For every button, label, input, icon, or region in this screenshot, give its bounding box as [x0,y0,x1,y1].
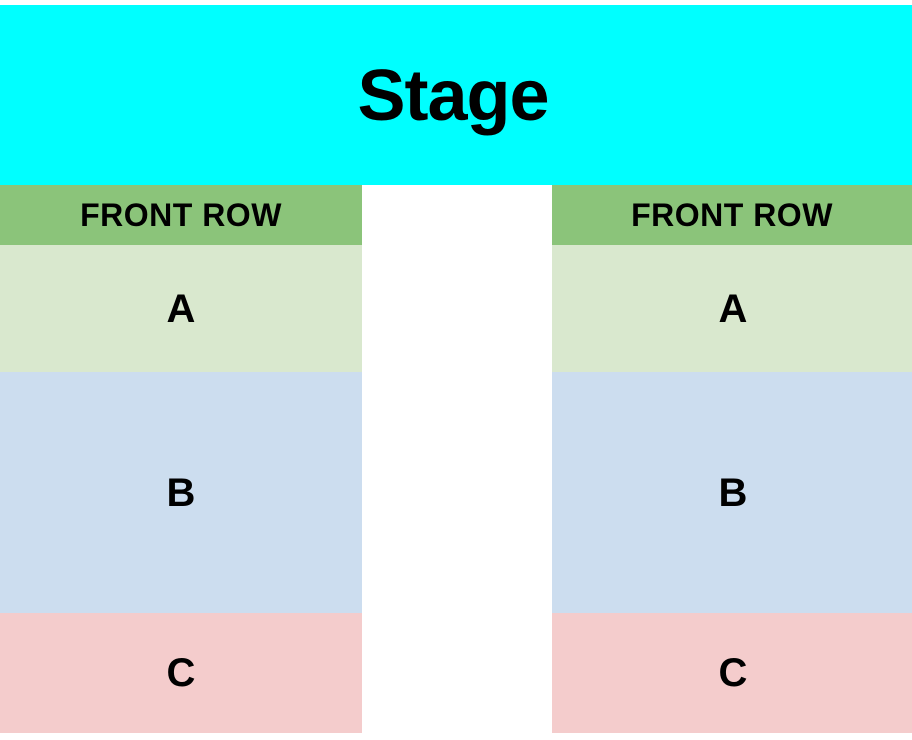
seat-row-left-c[interactable]: C [0,613,362,733]
seating-area: FRONT ROW A B C FRONT ROW A B [0,185,912,733]
center-aisle [362,185,552,733]
seat-row-label-right-c: C [718,651,748,695]
seat-row-label-right-a: A [718,286,748,331]
seat-row-left-a[interactable]: A [0,245,362,372]
stage-banner: Stage [0,5,912,185]
seat-row-right-c[interactable]: C [552,613,912,733]
seating-section-left[interactable]: FRONT ROW A B C [0,185,362,733]
front-row-band-left[interactable]: FRONT ROW [0,185,362,245]
seat-row-label-right-b: B [718,470,748,515]
seat-row-label-left-c: C [166,651,196,695]
seat-row-left-b[interactable]: B [0,372,362,613]
seat-row-right-b[interactable]: B [552,372,912,613]
front-row-label-left: FRONT ROW [80,197,282,233]
seat-row-label-left-a: A [166,286,196,331]
front-row-band-right[interactable]: FRONT ROW [552,185,912,245]
front-row-label-right: FRONT ROW [631,197,833,233]
seat-row-label-left-b: B [166,470,196,515]
seating-section-right[interactable]: FRONT ROW A B C [552,185,912,733]
stage-label: Stage [357,56,549,136]
seat-row-right-a[interactable]: A [552,245,912,372]
